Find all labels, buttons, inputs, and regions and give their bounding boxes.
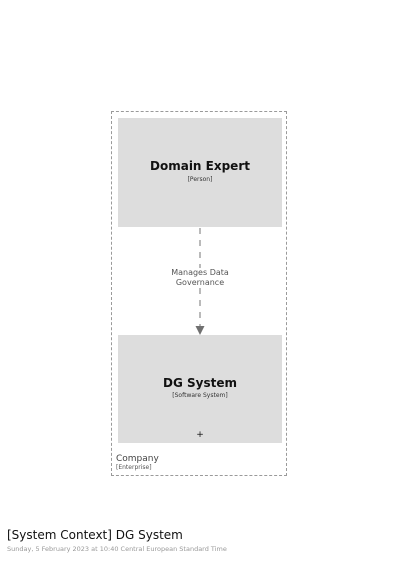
diagram-date: Sunday, 5 February 2023 at 10:40 Central… [7,545,227,553]
software-system-dg-system[interactable]: DG System [Software System] + [118,335,282,443]
system-type: [Software System] [172,392,228,399]
boundary-type: [Enterprise] [116,464,152,471]
enterprise-boundary-label: Company [Enterprise] [116,455,159,471]
relationship-label: Manages Data Governance [150,268,250,288]
person-domain-expert[interactable]: Domain Expert [Person] [118,118,282,227]
boundary-name: Company [116,454,159,464]
expand-icon[interactable]: + [196,430,204,440]
relationship-label-line-2: Governance [175,278,225,287]
relationship-label-line-1: Manages Data [171,268,229,277]
arrow-head-icon [195,326,205,335]
enterprise-boundary [111,111,287,476]
person-type: [Person] [187,176,213,183]
system-name: DG System [163,376,237,390]
person-name: Domain Expert [150,159,250,173]
diagram-title: [System Context] DG System [7,528,183,542]
